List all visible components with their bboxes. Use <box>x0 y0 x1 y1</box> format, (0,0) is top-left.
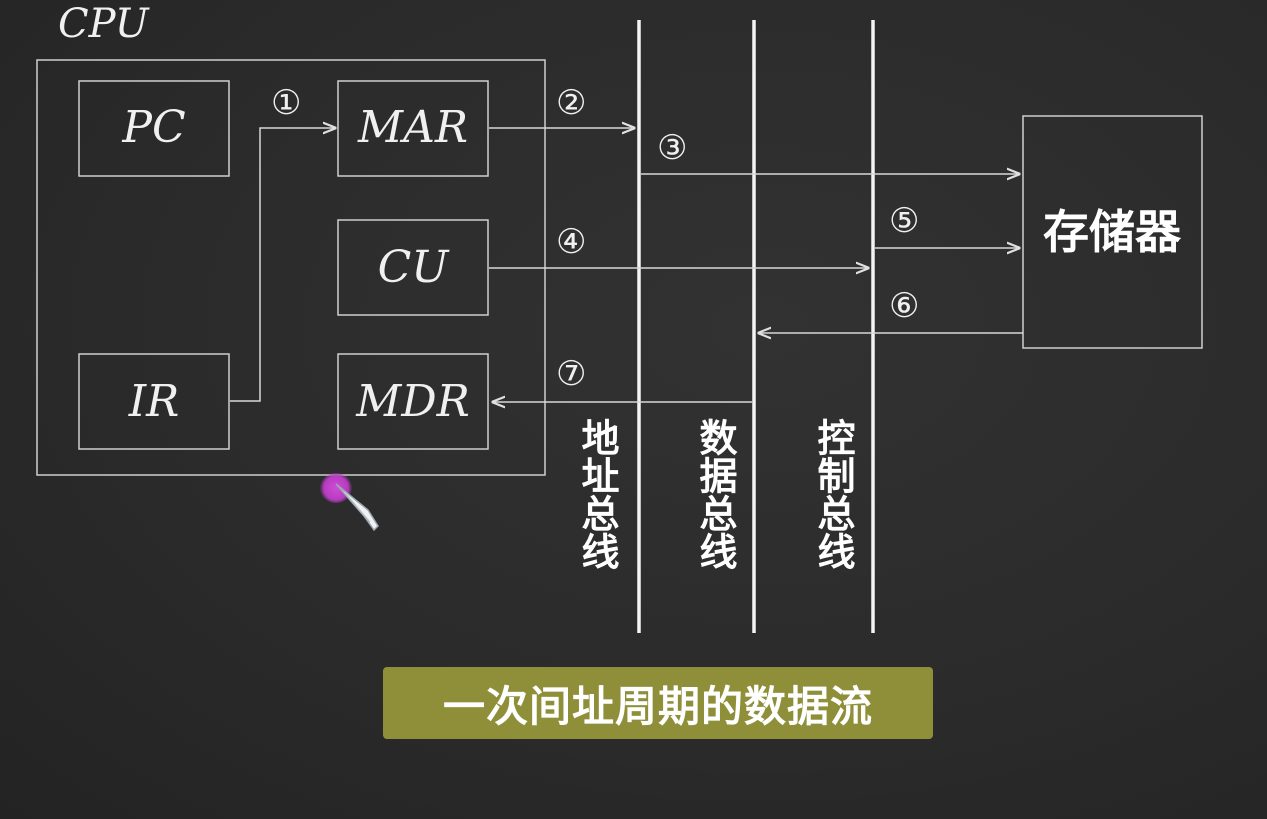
step-1-marker: ① <box>271 83 301 123</box>
step-5-marker: ⑤ <box>889 201 919 241</box>
ir-to-mar-path <box>230 128 335 402</box>
step-7-marker: ⑦ <box>556 354 586 394</box>
caption-text: 一次间址周期的数据流 <box>442 681 873 731</box>
cu-label: CU <box>378 242 451 293</box>
step-3-marker: ③ <box>657 128 687 168</box>
cu-box <box>337 219 489 316</box>
pc-register-label: PC <box>121 102 185 153</box>
ir-register-box <box>78 353 230 450</box>
mar-register-label: MAR <box>357 102 468 153</box>
pointer-highlight-icon <box>320 473 352 503</box>
data-bus-label: 数据总线 <box>693 418 737 570</box>
step-6-marker: ⑥ <box>889 286 919 326</box>
mdr-register-box <box>337 353 489 450</box>
step-4-marker: ④ <box>556 222 586 262</box>
caption-banner: 一次间址周期的数据流 <box>383 667 933 739</box>
cpu-label: CPU <box>58 1 150 47</box>
memory-label: 存储器 <box>1043 205 1182 259</box>
mar-register-box <box>337 80 489 177</box>
control-bus-label: 控制总线 <box>811 418 855 570</box>
pen-cursor-icon <box>335 483 379 532</box>
memory-box <box>1022 115 1203 349</box>
mdr-register-label: MDR <box>355 376 469 427</box>
step-2-marker: ② <box>556 83 586 123</box>
pc-register-box <box>78 80 230 177</box>
address-bus-label: 地址总线 <box>575 418 619 570</box>
ir-register-label: IR <box>128 376 180 427</box>
